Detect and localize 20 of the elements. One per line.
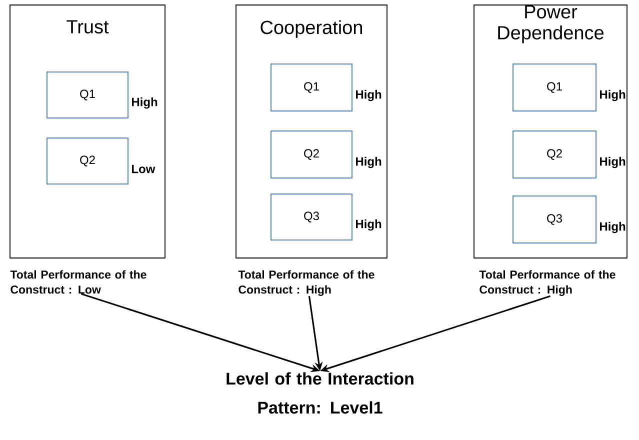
rating-label: High	[600, 156, 626, 168]
question-box: Q1	[512, 64, 596, 112]
rating-label: High	[356, 90, 382, 102]
rating-label: Low	[132, 164, 156, 174]
question-box: Q1	[270, 64, 352, 112]
rating-label: High	[356, 156, 382, 168]
question-box: Q2	[46, 138, 128, 184]
question-box: Q2	[512, 130, 596, 178]
performance-caption: Total Performance of the Construct : High	[479, 270, 616, 296]
rating-label: High	[600, 90, 626, 102]
question-box: Q2	[270, 130, 352, 178]
rating-label: High	[132, 97, 158, 109]
rating-label: High	[356, 219, 382, 231]
result-text: Level of the Interaction Pattern: Level1	[226, 372, 414, 414]
rating-label: High	[600, 222, 626, 234]
question-box: Q1	[46, 72, 128, 118]
question-box: Q3	[270, 194, 352, 240]
question-box: Q3	[512, 196, 596, 244]
performance-caption: Total Performance of the Construct : High	[238, 270, 374, 296]
performance-caption: Total Performance of the Construct : Low	[10, 270, 146, 294]
